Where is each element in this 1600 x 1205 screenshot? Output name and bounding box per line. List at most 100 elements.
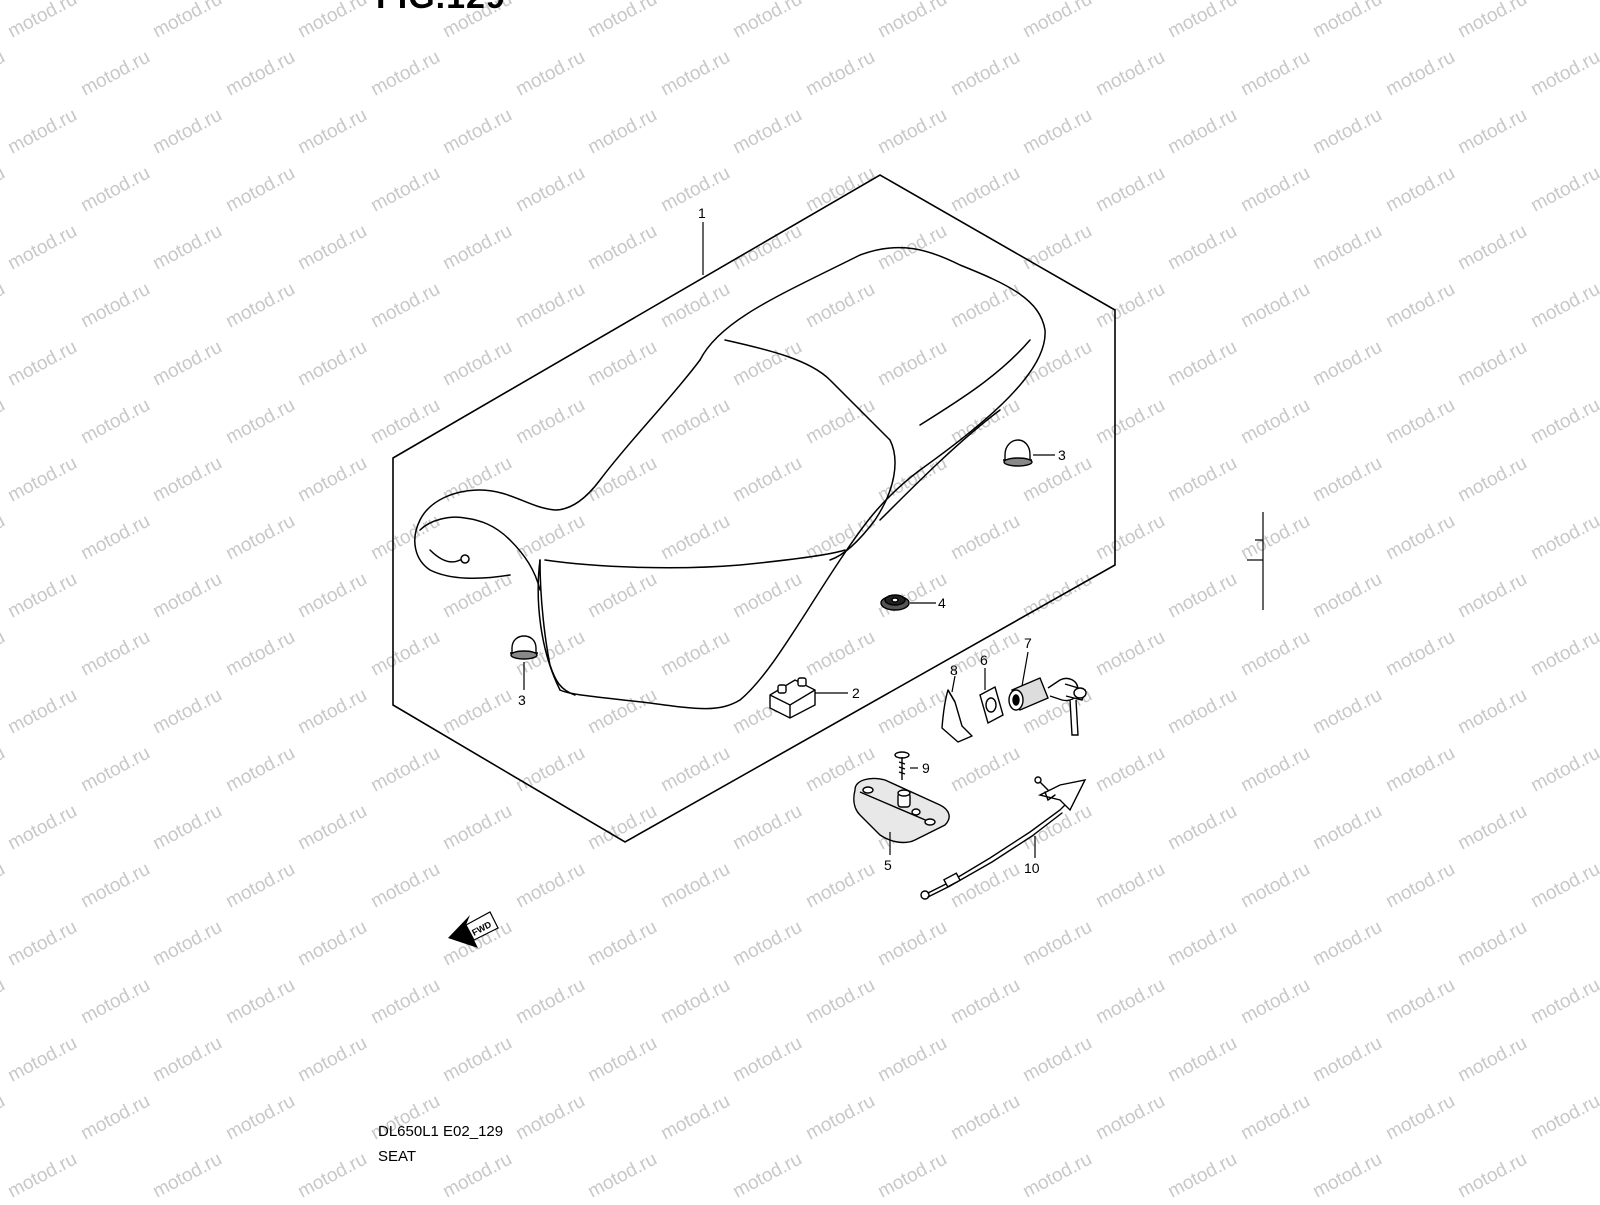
watermark-text: motod.ru xyxy=(4,801,80,855)
watermark-text: motod.ru xyxy=(77,859,153,913)
watermark-text: motod.ru xyxy=(1164,685,1240,739)
watermark-text: motod.ru xyxy=(657,627,733,681)
watermark-text: motod.ru xyxy=(1527,743,1600,797)
watermark-text: motod.ru xyxy=(439,221,515,275)
watermark-text: motod.ru xyxy=(4,0,80,42)
figure-name: SEAT xyxy=(378,1148,417,1165)
watermark-text: motod.ru xyxy=(1092,1091,1168,1145)
watermark-text: motod.ru xyxy=(874,105,950,159)
watermark-text: motod.ru xyxy=(657,163,733,217)
watermark-text: motod.ru xyxy=(584,569,660,623)
watermark-text: motod.ru xyxy=(512,163,588,217)
watermark-text: motod.ru xyxy=(1237,395,1313,449)
watermark-text: motod.ru xyxy=(294,0,370,42)
watermark-text: motod.ru xyxy=(149,1149,225,1200)
watermark-text: motod.ru xyxy=(1164,1149,1240,1200)
watermark-text: motod.ru xyxy=(1527,1091,1600,1145)
part-4-grommet xyxy=(880,594,910,611)
callout-4: 4 xyxy=(938,595,946,611)
watermark-text: motod.ru xyxy=(874,337,950,391)
watermark-text: motod.ru xyxy=(729,917,805,971)
watermark-text: motod.ru xyxy=(947,511,1023,565)
watermark-text: motod.ru xyxy=(1164,801,1240,855)
watermark-text: motod.ru xyxy=(1454,453,1530,507)
watermark-text: motod.ru xyxy=(4,221,80,275)
watermark-text: motod.ru xyxy=(77,511,153,565)
watermark-text: motod.ru xyxy=(1382,511,1458,565)
watermark-text: motod.ru xyxy=(439,453,515,507)
watermark-text: motod.ru xyxy=(77,163,153,217)
watermark-text: motod.ru xyxy=(1309,917,1385,971)
assembly-outline xyxy=(392,174,1116,843)
watermark-text: motod.ru xyxy=(512,1091,588,1145)
watermark-text: motod.ru xyxy=(1454,685,1530,739)
watermark-text: motod.ru xyxy=(0,279,9,333)
watermark-text: motod.ru xyxy=(1382,627,1458,681)
watermark-text: motod.ru xyxy=(149,337,225,391)
watermark-text: motod.ru xyxy=(1527,511,1600,565)
watermark-text: motod.ru xyxy=(512,975,588,1029)
margin-marker xyxy=(1247,512,1264,610)
part-7-lock-set xyxy=(1008,677,1087,736)
watermark-text: motod.ru xyxy=(512,859,588,913)
watermark-text: motod.ru xyxy=(874,453,950,507)
watermark-text: motod.ru xyxy=(1527,279,1600,333)
watermark-text: motod.ru xyxy=(1454,105,1530,159)
watermark-text: motod.ru xyxy=(77,47,153,101)
watermark-text: motod.ru xyxy=(4,337,80,391)
watermark-text: motod.ru xyxy=(1309,221,1385,275)
watermark-text: motod.ru xyxy=(149,105,225,159)
watermark-text: motod.ru xyxy=(1309,1033,1385,1087)
watermark-text: motod.ru xyxy=(77,743,153,797)
watermark-text: motod.ru xyxy=(222,395,298,449)
watermark-text: motod.ru xyxy=(584,0,660,42)
watermark-text: motod.ru xyxy=(294,1033,370,1087)
watermark-text: motod.ru xyxy=(367,511,443,565)
watermark-text: motod.ru xyxy=(222,975,298,1029)
watermark-text: motod.ru xyxy=(1309,1149,1385,1200)
callout-10: 10 xyxy=(1024,860,1040,876)
watermark-text: motod.ru xyxy=(657,47,733,101)
watermark-text: motod.ru xyxy=(1237,627,1313,681)
watermark-text: motod.ru xyxy=(294,221,370,275)
watermark-text: motod.ru xyxy=(149,801,225,855)
watermark-text: motod.ru xyxy=(874,221,950,275)
watermark-text: motod.ru xyxy=(149,917,225,971)
watermark-text: motod.ru xyxy=(367,279,443,333)
callout-3-right: 3 xyxy=(1058,447,1066,463)
watermark-text: motod.ru xyxy=(1237,975,1313,1029)
watermark-text: motod.ru xyxy=(1454,917,1530,971)
watermark-text: motod.ru xyxy=(947,279,1023,333)
watermark-text: motod.ru xyxy=(222,511,298,565)
watermark-text: motod.ru xyxy=(294,569,370,623)
watermark-text: motod.ru xyxy=(4,685,80,739)
watermark-text: motod.ru xyxy=(802,627,878,681)
watermark-text: motod.ru xyxy=(0,47,9,101)
watermark-text: motod.ru xyxy=(802,47,878,101)
watermark-text: motod.ru xyxy=(729,337,805,391)
callout-1: 1 xyxy=(698,205,706,221)
watermark-text: motod.ru xyxy=(1164,1033,1240,1087)
watermark-text: motod.ru xyxy=(802,163,878,217)
watermark-text: motod.ru xyxy=(657,1091,733,1145)
watermark-text: motod.ru xyxy=(1382,279,1458,333)
seat-drawing xyxy=(414,246,1046,710)
watermark-text: motod.ru xyxy=(1092,163,1168,217)
callout-2: 2 xyxy=(852,685,860,701)
watermark-text: motod.ru xyxy=(584,1033,660,1087)
watermark-text: motod.ru xyxy=(657,279,733,333)
watermark-text: motod.ru xyxy=(149,221,225,275)
watermark-text: motod.ru xyxy=(1382,975,1458,1029)
watermark-text: motod.ru xyxy=(584,221,660,275)
watermark-text: motod.ru xyxy=(222,279,298,333)
watermark-text: motod.ru xyxy=(1019,569,1095,623)
watermark-text: motod.ru xyxy=(1527,975,1600,1029)
watermark-text: motod.ru xyxy=(1164,0,1240,42)
watermark-text: motod.ru xyxy=(77,395,153,449)
watermark-text: motod.ru xyxy=(1382,47,1458,101)
watermark-text: motod.ru xyxy=(1092,975,1168,1029)
callout-8: 8 xyxy=(950,662,958,678)
part-9-screw xyxy=(894,751,910,780)
watermark-text: motod.ru xyxy=(1019,105,1095,159)
